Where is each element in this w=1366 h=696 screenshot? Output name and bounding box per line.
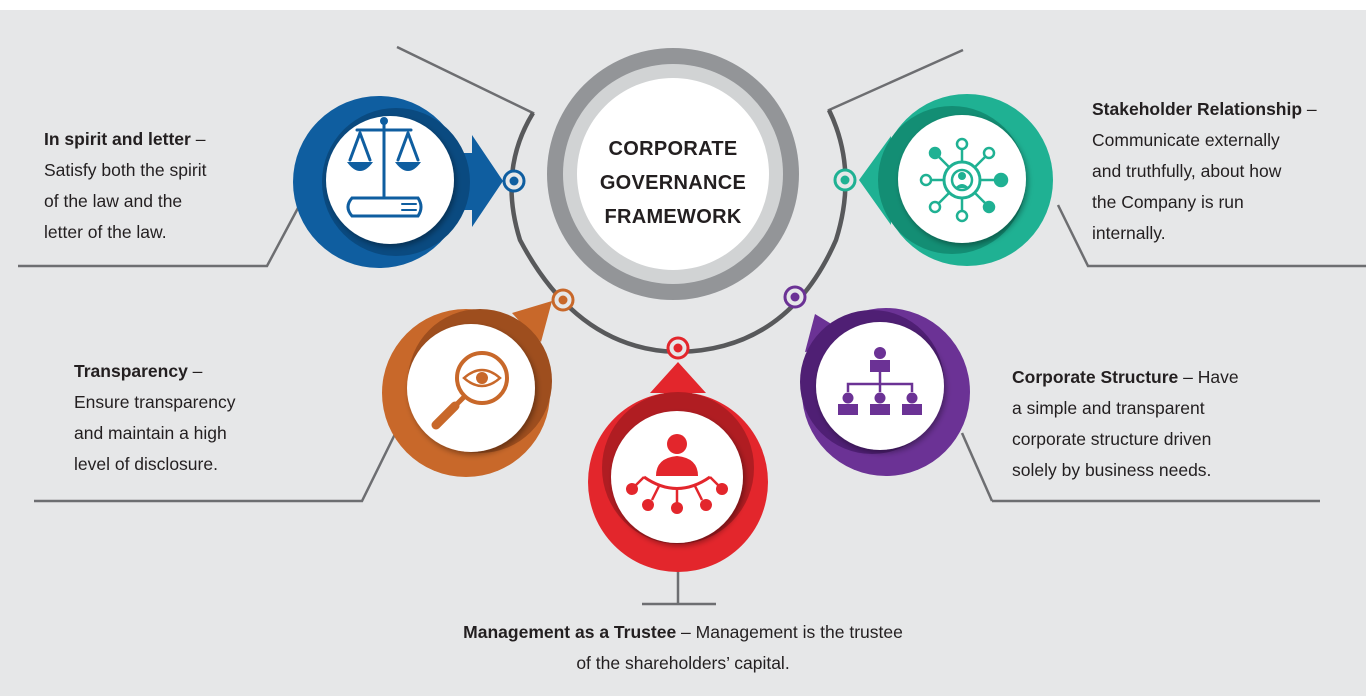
center-title-line-1: CORPORATE xyxy=(608,138,738,160)
spirit-title: In spirit and letter xyxy=(44,129,191,149)
center-title: CORPORATE GOVERNANCE FRAMEWORK xyxy=(583,132,763,234)
management-description: Management as a Trustee – Management is … xyxy=(463,622,903,673)
transparency-description: Transparency – Ensure transparency and m… xyxy=(74,361,236,474)
arc-dots xyxy=(502,168,857,360)
structure-title: Corporate Structure xyxy=(1012,367,1179,387)
management-title: Management as a Trustee xyxy=(463,622,677,642)
center-title-line-2: GOVERNANCE xyxy=(599,172,747,194)
stakeholder-title: Stakeholder Relationship xyxy=(1092,99,1303,119)
structure-description: Corporate Structure – Have a simple and … xyxy=(1012,367,1239,480)
org-chart-icon xyxy=(838,347,922,415)
scales-of-justice-icon xyxy=(346,117,423,218)
pillar-management xyxy=(588,362,768,572)
magnifier-eye-icon xyxy=(431,351,509,430)
pillar-transparency xyxy=(382,301,552,477)
manager-hub-icon xyxy=(626,434,728,514)
center-title-line-3: FRAMEWORK xyxy=(604,206,742,228)
network-user-icon xyxy=(919,137,1009,223)
pillar-structure xyxy=(800,308,970,476)
pillar-spirit xyxy=(293,96,503,268)
stakeholder-description: Stakeholder Relationship – Communicate e… xyxy=(1092,99,1317,243)
transparency-title: Transparency xyxy=(74,361,188,381)
center-circle xyxy=(547,48,799,300)
pillar-stakeholder xyxy=(859,94,1053,266)
spirit-description: In spirit and letter – Satisfy both the … xyxy=(44,129,207,242)
